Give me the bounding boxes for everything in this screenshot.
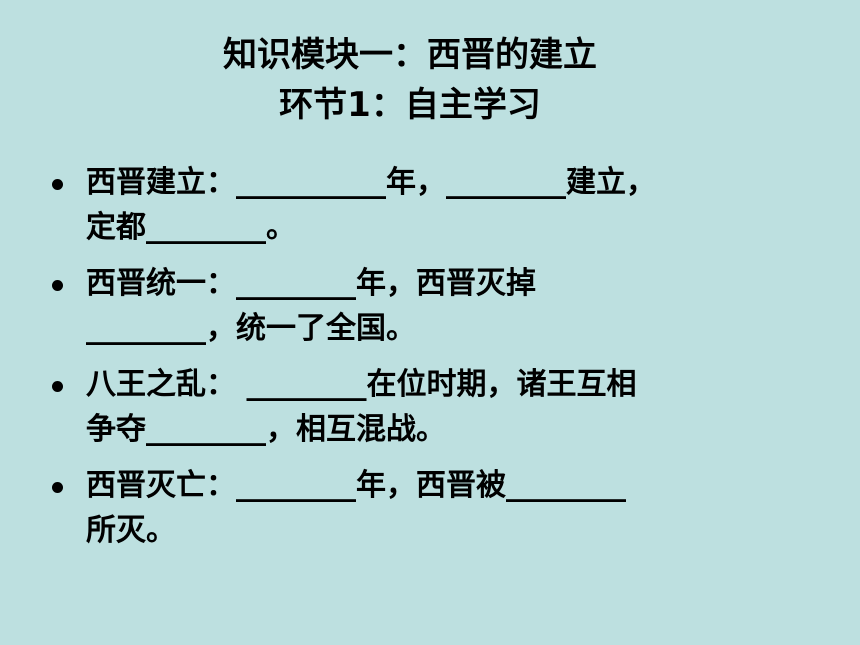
title-line-1: 知识模块一：西晋的建立 <box>223 35 597 75</box>
bullet-dot-icon <box>52 280 63 291</box>
bullet-list: 西晋建立：__________年，________建立， 定都________。… <box>52 160 812 564</box>
bullet-text-line: 八王之乱： ________在位时期，诸王互相 <box>86 367 637 402</box>
slide-title: 知识模块一：西晋的建立 环节1：自主学习 <box>0 30 820 130</box>
bullet-text-line: 西晋灭亡：________年，西晋被________ <box>86 468 626 503</box>
bullet-item-fall: 西晋灭亡：________年，西晋被________ 所灭。 <box>52 463 812 553</box>
bullet-item-unification: 西晋统一：________年，西晋灭掉 ________，统一了全国。 <box>52 261 812 351</box>
bullet-dot-icon <box>52 179 63 190</box>
bullet-item-founding: 西晋建立：__________年，________建立， 定都________。 <box>52 160 812 250</box>
bullet-text-line: 争夺________，相互混战。 <box>86 412 446 447</box>
bullet-item-eight-princes: 八王之乱： ________在位时期，诸王互相 争夺________，相互混战。 <box>52 362 812 452</box>
bullet-text-line: ________，统一了全国。 <box>86 311 416 346</box>
title-line-2: 环节1：自主学习 <box>279 85 541 125</box>
bullet-text-line: 定都________。 <box>86 210 296 245</box>
bullet-text-line: 所灭。 <box>86 513 176 548</box>
bullet-dot-icon <box>52 381 63 392</box>
bullet-text-line: 西晋建立：__________年，________建立， <box>86 165 656 200</box>
bullet-text-line: 西晋统一：________年，西晋灭掉 <box>86 266 536 301</box>
bullet-dot-icon <box>52 482 63 493</box>
